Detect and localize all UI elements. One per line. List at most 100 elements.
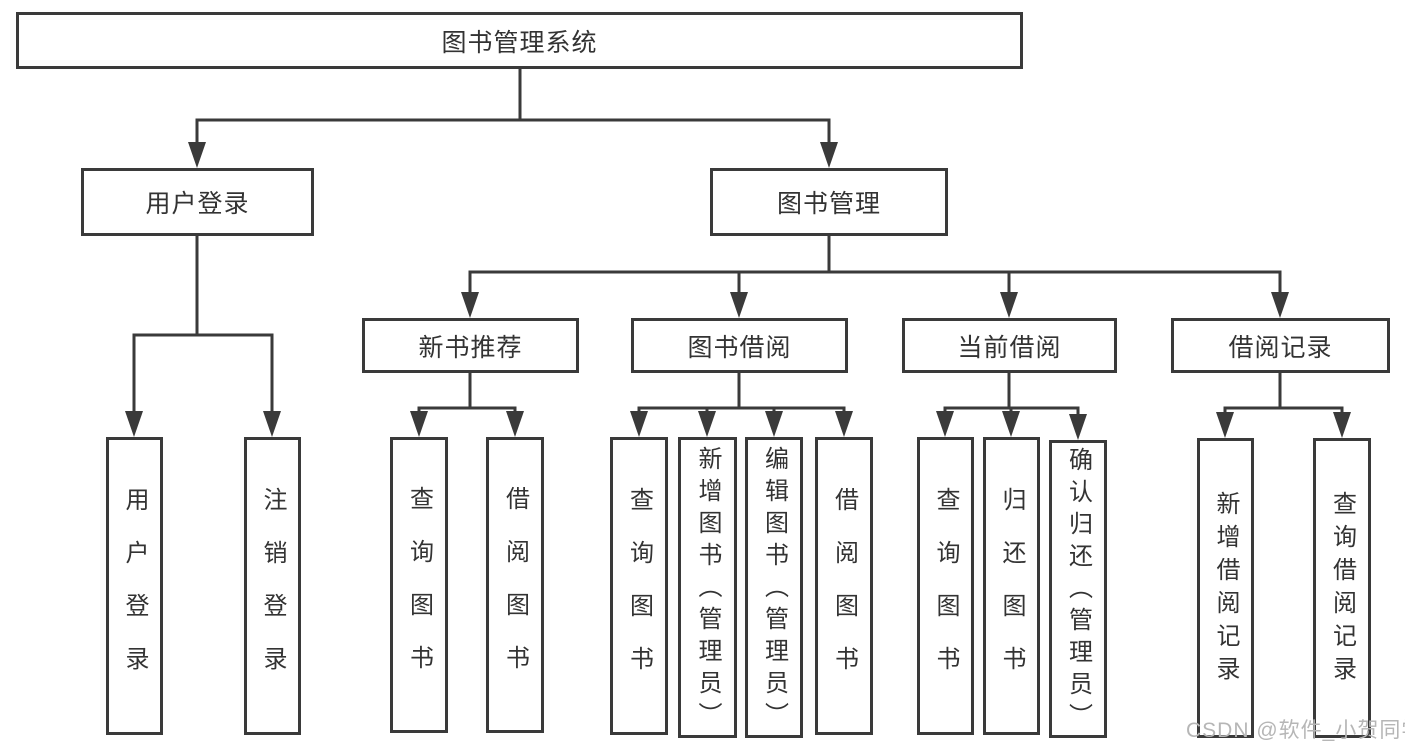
- arrow-down-icon: [188, 142, 206, 168]
- node-label-root-library-system: 图书管理系统: [441, 28, 598, 57]
- connector-drop: [1278, 272, 1282, 292]
- connector-book-management-split: [461, 236, 1289, 318]
- connector-drop: [943, 408, 947, 411]
- node-leaf-query-record: 查询借阅记录: [1313, 438, 1371, 738]
- arrow-down-icon: [936, 411, 954, 437]
- arrow-down-icon: [1333, 412, 1351, 438]
- connector-bar: [132, 333, 274, 337]
- connector-drop: [827, 120, 831, 142]
- node-label-leaf-query-book-c: 查询图书: [932, 487, 959, 699]
- node-label-leaf-borrow-book-a: 借阅图书: [501, 486, 529, 698]
- connector-bar: [637, 406, 846, 410]
- connector-drop: [195, 120, 199, 142]
- node-user-login-group: 用户登录: [81, 168, 314, 236]
- node-label-leaf-logout: 注销登录: [259, 487, 286, 699]
- connector-current-borrow-split: [936, 373, 1087, 440]
- connector-drop: [270, 335, 274, 411]
- connector-drop: [1223, 408, 1227, 412]
- node-book-borrowing: 图书借阅: [631, 318, 848, 373]
- arrow-down-icon: [1271, 292, 1289, 318]
- connector-bar: [1223, 406, 1344, 410]
- connector-user-login-split: [125, 236, 281, 437]
- arrow-down-icon: [1000, 292, 1018, 318]
- connector-new-book-split: [410, 373, 524, 437]
- arrow-down-icon: [461, 292, 479, 318]
- arrow-down-icon: [730, 292, 748, 318]
- connector-stem: [1007, 373, 1011, 408]
- node-current-borrowing: 当前借阅: [902, 318, 1117, 373]
- node-leaf-query-book-a: 查询图书: [390, 437, 448, 733]
- node-label-leaf-query-record: 查询借阅记录: [1328, 491, 1356, 689]
- connector-stem: [195, 236, 199, 335]
- connector-drop: [1076, 408, 1080, 414]
- connector-stem: [518, 69, 522, 120]
- node-label-leaf-confirm-return: 确认归还（管理员）: [1064, 447, 1092, 735]
- node-label-borrowing-records: 借阅记录: [1228, 333, 1333, 362]
- arrow-down-icon: [125, 411, 143, 437]
- connector-book-borrowing-split: [630, 373, 853, 437]
- arrow-down-icon: [698, 411, 716, 437]
- connector-drop: [417, 408, 421, 411]
- connector-root-split: [188, 69, 838, 168]
- node-label-new-book-recommend: 新书推荐: [418, 333, 523, 362]
- node-label-leaf-user-login: 用户登录: [121, 487, 148, 699]
- node-label-leaf-return-book: 归还图书: [998, 487, 1025, 699]
- node-label-leaf-query-book-a: 查询图书: [405, 486, 433, 698]
- node-label-leaf-borrow-book-b: 借阅图书: [830, 487, 858, 699]
- node-label-book-management: 图书管理: [776, 190, 881, 218]
- node-root-library-system: 图书管理系统: [16, 12, 1023, 69]
- node-book-management: 图书管理: [710, 168, 948, 236]
- node-label-user-login-group: 用户登录: [145, 190, 250, 218]
- node-leaf-user-login: 用户登录: [106, 437, 163, 735]
- node-label-leaf-add-book-admin: 新增图书（管理员）: [694, 445, 721, 734]
- connector-stem: [737, 373, 741, 408]
- connector-drop: [1340, 408, 1344, 412]
- node-leaf-query-book-b: 查询图书: [610, 437, 668, 735]
- arrow-down-icon: [506, 411, 524, 437]
- connector-drop: [637, 408, 641, 411]
- node-leaf-add-record: 新增借阅记录: [1197, 438, 1254, 738]
- connector-bar: [417, 406, 517, 410]
- node-leaf-edit-book-admin: 编辑图书（管理员）: [745, 437, 803, 738]
- connector-drop: [842, 408, 846, 411]
- connector-bar: [195, 118, 831, 122]
- connector-stem: [827, 236, 831, 272]
- connector-drop: [468, 272, 472, 292]
- node-leaf-borrow-book-a: 借阅图书: [486, 437, 544, 733]
- arrow-down-icon: [630, 411, 648, 437]
- node-leaf-confirm-return: 确认归还（管理员）: [1049, 440, 1107, 738]
- arrow-down-icon: [1002, 411, 1020, 437]
- node-label-leaf-query-book-b: 查询图书: [625, 487, 653, 699]
- arrow-down-icon: [410, 411, 428, 437]
- connector-stem: [468, 373, 472, 408]
- arrow-down-icon: [1216, 412, 1234, 438]
- watermark-text: CSDN @软件_小贺同学: [1186, 719, 1405, 742]
- node-new-book-recommend: 新书推荐: [362, 318, 579, 373]
- arrow-down-icon: [263, 411, 281, 437]
- node-borrowing-records: 借阅记录: [1171, 318, 1390, 373]
- node-label-leaf-add-record: 新增借阅记录: [1212, 491, 1239, 689]
- connector-stem: [1278, 373, 1282, 408]
- node-leaf-add-book-admin: 新增图书（管理员）: [678, 437, 737, 738]
- arrow-down-icon: [765, 411, 783, 437]
- node-leaf-return-book: 归还图书: [983, 437, 1040, 735]
- node-leaf-logout: 注销登录: [244, 437, 301, 735]
- connector-records-split: [1216, 373, 1351, 438]
- connector-drop: [737, 272, 741, 292]
- arrow-down-icon: [820, 142, 838, 168]
- connector-drop: [513, 408, 517, 411]
- node-leaf-query-book-c: 查询图书: [917, 437, 974, 735]
- connector-drop: [1009, 408, 1013, 411]
- connector-drop: [772, 408, 776, 411]
- node-leaf-borrow-book-b: 借阅图书: [815, 437, 873, 735]
- node-label-current-borrowing: 当前借阅: [957, 333, 1062, 362]
- connector-bar: [468, 270, 1282, 274]
- connector-drop: [132, 335, 136, 411]
- node-label-book-borrowing: 图书借阅: [687, 333, 792, 362]
- arrow-down-icon: [1069, 414, 1087, 440]
- node-label-leaf-edit-book-admin: 编辑图书（管理员）: [760, 445, 788, 734]
- connector-drop: [1007, 272, 1011, 292]
- connector-drop: [705, 408, 709, 411]
